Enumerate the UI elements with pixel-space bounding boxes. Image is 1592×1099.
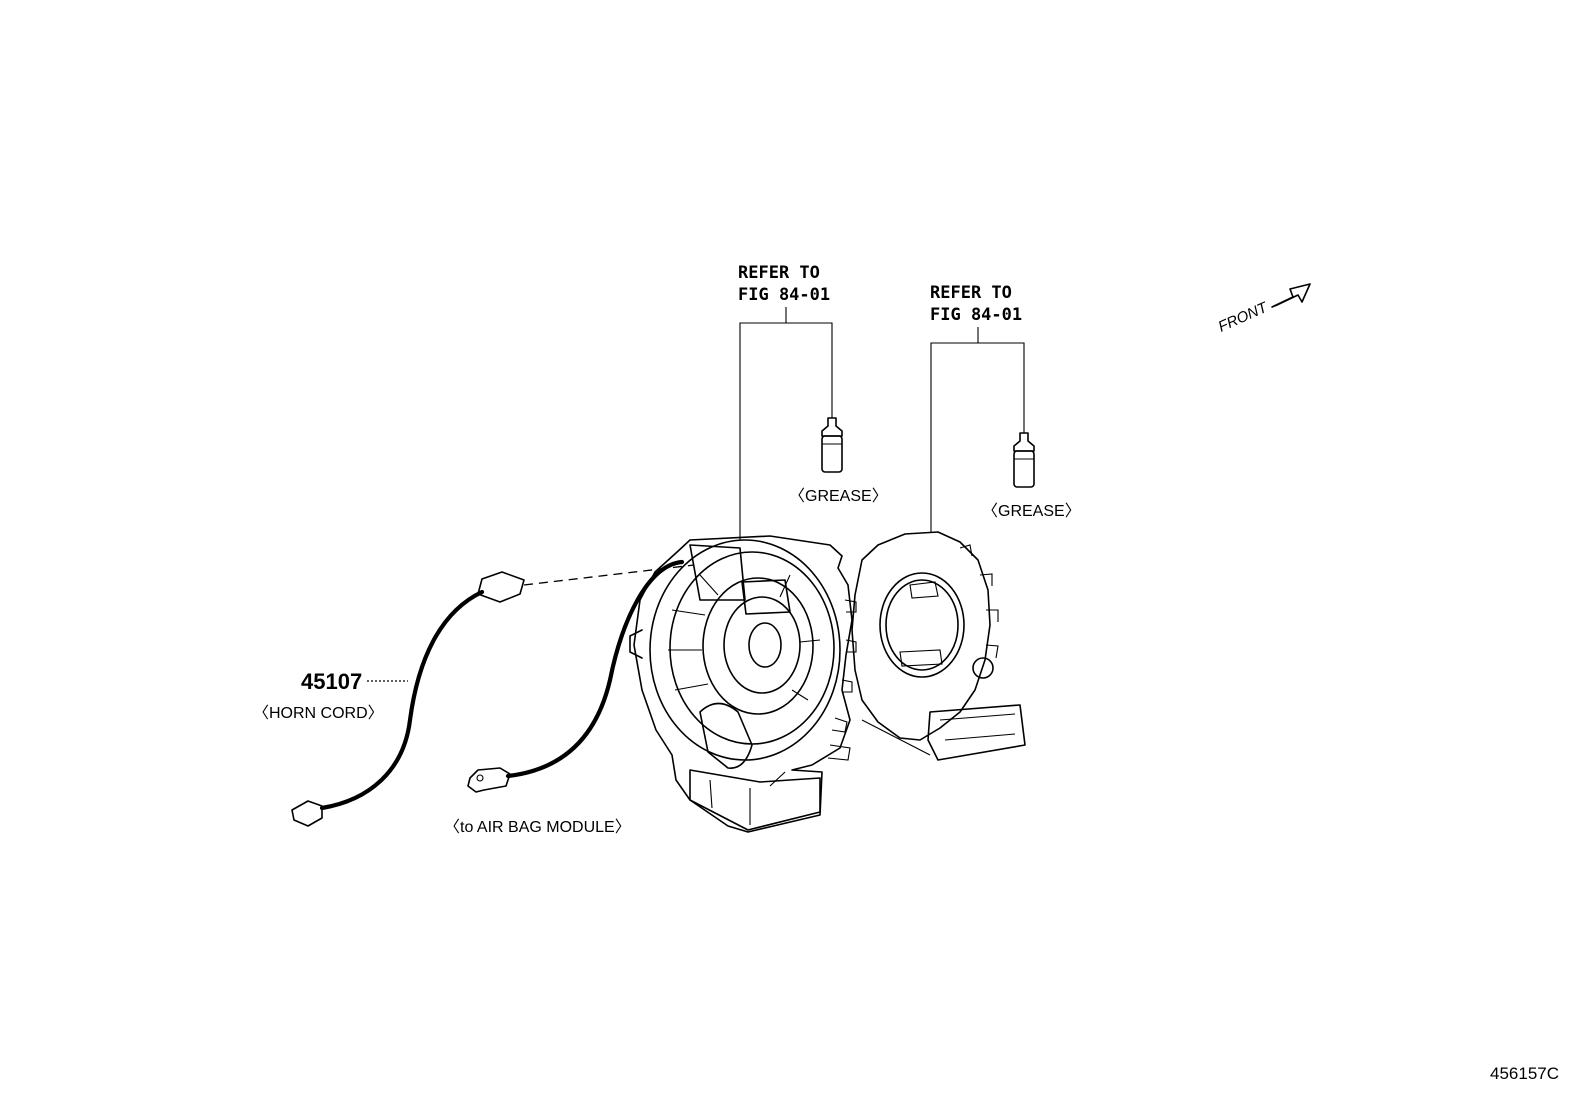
refer-right-line2: FIG 84-01 (930, 305, 1022, 325)
horn-cord-label: 〈HORN CORD〉 (253, 705, 384, 722)
spiral-cable-assembly[interactable] (629, 535, 857, 833)
refer-right-line1: REFER TO (930, 283, 1012, 303)
horn-cord-connector-top (477, 571, 525, 603)
airbag-lead-wire[interactable] (467, 559, 685, 793)
grease-bottle-icon-right (1013, 432, 1035, 488)
front-arrow-icon (1271, 283, 1311, 308)
airbag-module-label: 〈to AIR BAG MODULE〉 (444, 819, 631, 836)
refer-callout-right[interactable]: REFER TO FIG 84-01 (930, 283, 1025, 532)
refer-callout-left[interactable]: REFER TO FIG 84-01 (738, 263, 833, 540)
airbag-connector (467, 767, 511, 793)
figure-id: 456157C (1490, 1064, 1559, 1083)
grease-bottle-icon-left (821, 417, 843, 473)
refer-left-line1: REFER TO (738, 263, 820, 283)
steering-sensor-ring[interactable] (851, 531, 1026, 761)
grease-label-left: 〈GREASE〉 (789, 488, 888, 505)
refer-left-line2: FIG 84-01 (738, 285, 830, 305)
horn-cord-connector-bottom (291, 800, 323, 827)
front-label: FRONT (1216, 298, 1272, 335)
horn-cord-part-number[interactable]: 45107 (301, 669, 362, 694)
grease-label-right: 〈GREASE〉 (982, 503, 1081, 520)
front-direction-indicator: FRONT (1216, 283, 1311, 336)
